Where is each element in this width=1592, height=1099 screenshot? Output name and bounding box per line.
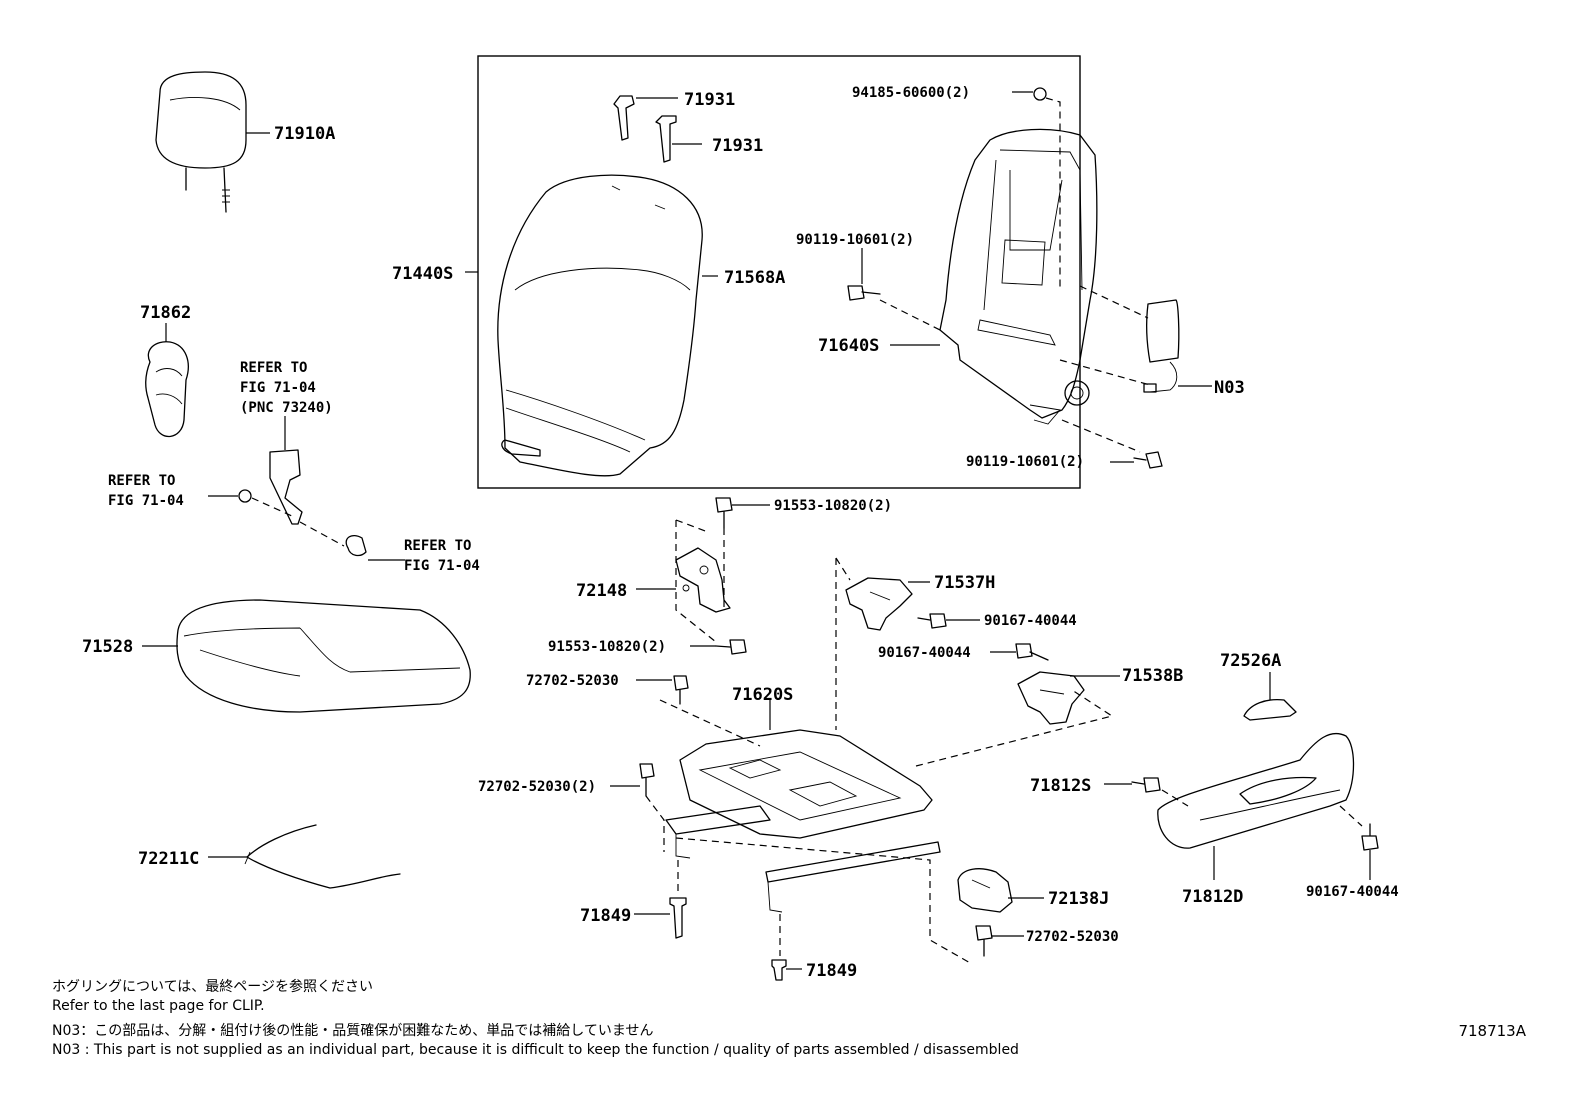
label-refer-pnc-line2: FIG 71-04 xyxy=(240,380,316,396)
side-shield-part[interactable] xyxy=(1157,732,1355,849)
label-refer-left-line2: FIG 71-04 xyxy=(108,493,184,509)
note-n03-en: N03 : This part is not supplied as an in… xyxy=(52,1042,1019,1058)
track-end-cover-part[interactable] xyxy=(957,868,1013,913)
label-72702-52030-pair: 72702-52030(2) xyxy=(478,779,596,795)
cover-bracket-lower-screw-part[interactable] xyxy=(1015,643,1049,661)
side-airbag-part[interactable] xyxy=(1143,299,1180,393)
label-71931-upper: 71931 xyxy=(684,90,735,110)
label-72148: 72148 xyxy=(576,581,627,601)
label-90167-40044-upper: 90167-40044 xyxy=(984,613,1077,629)
seatback-frame-part[interactable] xyxy=(939,128,1098,425)
label-refer-pnc-line3: (PNC 73240) xyxy=(240,400,333,416)
label-90119-10601-lower: 90119-10601(2) xyxy=(966,454,1084,470)
track-end-cover-screw-part[interactable] xyxy=(975,925,993,957)
cover-bracket-upper-screw-part[interactable] xyxy=(917,613,947,629)
label-71931-lower: 71931 xyxy=(712,136,763,156)
label-refer-pnc-line1: REFER TO xyxy=(240,360,307,376)
seatback-bolt-lower-part[interactable] xyxy=(1133,451,1163,469)
label-90167-40044-middle: 90167-40044 xyxy=(878,645,971,661)
label-71812S: 71812S xyxy=(1030,776,1091,796)
bracket-part[interactable] xyxy=(675,547,731,613)
seatback-clip-part[interactable] xyxy=(613,95,677,163)
track-bolt-upper-part[interactable] xyxy=(673,675,689,705)
label-71440S: 71440S xyxy=(392,264,453,284)
label-refer-right-line1: REFER TO xyxy=(404,538,471,554)
label-71910A: 71910A xyxy=(274,124,335,144)
side-shield-rear-screw-part[interactable] xyxy=(1361,823,1379,851)
seatback-bolt-upper-part[interactable] xyxy=(847,285,881,301)
knob-cover-part[interactable] xyxy=(1243,698,1297,721)
cover-bracket-lower-part[interactable] xyxy=(1017,671,1085,725)
cover-bracket-upper-part[interactable] xyxy=(845,577,913,631)
note-n03-jp: N03：この部品は、分解・組付け後の性能・品質確保が困難なため、単品では補給して… xyxy=(52,1023,654,1039)
label-72138J: 72138J xyxy=(1048,889,1109,909)
label-72526A: 72526A xyxy=(1220,651,1281,671)
bracket-bolt-upper-part[interactable] xyxy=(715,497,733,529)
label-90167-40044-lower: 90167-40044 xyxy=(1306,884,1399,900)
label-72702-52030-lower: 72702-52030 xyxy=(1026,929,1119,945)
label-71537H: 71537H xyxy=(934,573,995,593)
label-N03: N03 xyxy=(1214,378,1245,398)
label-71849-left: 71849 xyxy=(580,906,631,926)
label-91553-10820-lower: 91553-10820(2) xyxy=(548,639,666,655)
track-pin-left-part[interactable] xyxy=(669,897,687,939)
seat-belt-buckle-part[interactable] xyxy=(238,416,367,557)
track-bolt-pair-part[interactable] xyxy=(639,763,655,797)
label-refer-left-line1: REFER TO xyxy=(108,473,175,489)
label-72702-52030-upper: 72702-52030 xyxy=(526,673,619,689)
label-72211C: 72211C xyxy=(138,849,199,869)
seat-adjuster-part[interactable] xyxy=(659,699,941,913)
label-71568A: 71568A xyxy=(724,268,785,288)
label-90119-10601-upper: 90119-10601(2) xyxy=(796,232,914,248)
track-pin-right-part[interactable] xyxy=(771,959,787,981)
label-71538B: 71538B xyxy=(1122,666,1183,686)
note-clip-jp: ホグリングについては、最終ページを参照ください xyxy=(52,979,374,995)
label-71640S: 71640S xyxy=(818,336,879,356)
seat-cushion-part[interactable] xyxy=(176,599,471,713)
label-71862: 71862 xyxy=(140,303,191,323)
side-shield-screw-part[interactable] xyxy=(1131,777,1161,793)
note-clip-en: Refer to the last page for CLIP. xyxy=(52,998,265,1014)
label-71620S: 71620S xyxy=(732,685,793,705)
seatback-cover-part[interactable] xyxy=(497,174,703,477)
figure-code: 718713A xyxy=(1458,1022,1526,1040)
label-71528: 71528 xyxy=(82,637,133,657)
label-91553-10820-upper: 91553-10820(2) xyxy=(774,498,892,514)
seat-wire-part[interactable] xyxy=(244,824,401,889)
seatback-nut-part[interactable] xyxy=(1033,87,1047,101)
bracket-bolt-lower-part[interactable] xyxy=(715,639,747,655)
label-71849-right: 71849 xyxy=(806,961,857,981)
label-94185-60600: 94185-60600(2) xyxy=(852,85,970,101)
headrest-part[interactable] xyxy=(155,71,247,213)
seat-side-cover-part[interactable] xyxy=(145,341,189,438)
label-refer-right-line2: FIG 71-04 xyxy=(404,558,480,574)
label-71812D: 71812D xyxy=(1182,887,1243,907)
